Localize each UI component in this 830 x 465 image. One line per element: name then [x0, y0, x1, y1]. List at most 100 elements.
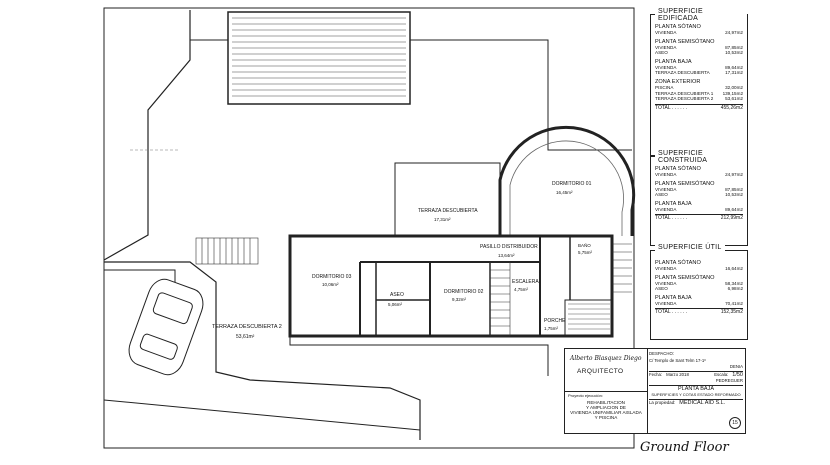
row-label: VIVIENDA	[655, 30, 677, 35]
superficie-edificada-title: SUPERFICIE EDIFICADA	[655, 8, 747, 22]
row-value: 89,64m2	[725, 206, 743, 212]
owner-label: La propiedad:	[649, 399, 676, 405]
total-label: TOTAL . . . . . .	[655, 309, 688, 316]
row-label: TERRAZA DESCUBIERTA 2	[655, 96, 714, 102]
project-line-4: Y PISCINA	[594, 415, 618, 420]
porche-area: 1,75m²	[544, 326, 559, 331]
details-box: DESPACHO: C/ Templo de Sant Telm 17-1º D…	[649, 351, 743, 431]
row-label: TERRAZA DESCUBIERTA	[655, 70, 710, 76]
dormitorio-03-area: 10,06m²	[322, 282, 339, 287]
row-value: 70,41m2	[725, 300, 743, 306]
row-label: VIVIENDA	[655, 186, 677, 192]
row-label: ASEO	[655, 192, 668, 198]
row-value: 24,97m2	[725, 30, 743, 35]
group-title: PLANTA SEMISÓTANO	[655, 180, 715, 187]
total-label: TOTAL . . . . . .	[655, 104, 688, 111]
superficie-util-title: SUPERFICIE ÚTIL	[655, 244, 725, 251]
plan-title: PLANTA BAJA	[649, 384, 743, 393]
area-row: VIVIENDA 70,41m2	[655, 301, 743, 307]
project-line-2: Y AMPLIACION DE	[586, 405, 626, 410]
total-value: 455,26m2	[720, 104, 743, 111]
dormitorio-02-area: 9,32m²	[452, 297, 467, 302]
porche-label: PORCHE	[544, 318, 566, 324]
terraza-2-label: TERRAZA DESCUBIERTA 2	[212, 324, 282, 330]
escalera-label: ESCALERA	[512, 279, 539, 285]
dormitorio-01-label: DORMITORIO 01	[552, 181, 592, 187]
group-title: PLANTA BAJA	[655, 58, 692, 65]
row-value: 87,85m2	[725, 44, 743, 50]
group-title: PLANTA BAJA	[655, 294, 692, 301]
ramp-edge	[104, 269, 176, 286]
row-label: VIVIENDA	[655, 300, 677, 306]
staircase	[489, 261, 511, 337]
total-row: TOTAL . . . . . . 455,26m2	[655, 103, 743, 112]
area-row: VIVIENDA 24,97m2	[655, 172, 743, 178]
group-title: PLANTA SEMISÓTANO	[655, 38, 715, 45]
architect-role: ARQUITECTO	[577, 368, 624, 375]
superficie-construida-title: SUPERFICIE CONSTRUIDA	[655, 150, 747, 164]
row-value: 53,61m2	[725, 96, 743, 102]
superficie-edificada-panel: SUPERFICIE EDIFICADA PLANTA SÓTANO VIVIE…	[650, 8, 748, 156]
architect-box: Alberto Blasquez Diego ARQUITECTO	[565, 349, 648, 392]
pasillo-label: PASILLO DISTRIBUIDOR	[480, 244, 538, 250]
aseo-label: ASEO	[390, 292, 404, 298]
terraza-area: 17,31m²	[434, 217, 451, 222]
plan-subtitle: SUPERFICIES Y COTAS ESTADO REFORMADO	[651, 392, 741, 397]
bano-area: 5,75m²	[578, 250, 593, 255]
scale-label: Escala:	[714, 371, 729, 377]
bath-hatching	[568, 303, 610, 330]
dormitorio-03-label: DORMITORIO 03	[312, 274, 352, 280]
util-group-2: PLANTA BAJA VIVIENDA 70,41m2	[655, 295, 743, 307]
util-group-0: PLANTA SÓTANO VIVIENDA 16,64m2	[655, 260, 743, 272]
total-row: TOTAL . . . . . .212,99m2	[655, 214, 743, 222]
row-label: ASEO	[655, 50, 668, 56]
bath-hatch-box	[564, 299, 613, 337]
area-row: ASEO 6,98m2	[655, 286, 743, 292]
group-title: PLANTA SÓTANO	[655, 24, 701, 30]
row-label: ASEO	[655, 286, 668, 292]
area-row: TERRAZA DESCUBIERTA 2 53,61m2	[655, 96, 743, 102]
architect-name: Alberto Blasquez Diego	[570, 355, 642, 362]
ground-floor-caption: Ground Floor	[640, 440, 729, 455]
project-label: Proyecto ejecución:	[568, 393, 603, 398]
plot-boundary-left	[103, 10, 191, 261]
owner-row: La propiedad: MEDICAL AID S.L.	[649, 398, 743, 407]
aseo-area: 5,06m²	[388, 302, 403, 307]
total-row: TOTAL . . . . . . 152,35m2	[655, 308, 743, 316]
row-value: 24,97m2	[725, 172, 743, 177]
row-label: VIVIENDA	[655, 44, 677, 50]
row-value: 16,64m2	[725, 266, 743, 271]
row-label: TERRAZA DESCUBIERTA 1	[655, 90, 714, 96]
car	[128, 278, 204, 376]
escalera-area: 4,75m²	[514, 287, 529, 292]
row-label: PISCINA	[655, 84, 674, 90]
side-stairs	[612, 243, 632, 293]
road-edge	[103, 399, 421, 431]
row-value: 17,31m2	[725, 70, 743, 76]
pasillo-area: 13,64m²	[498, 253, 515, 258]
terraza-2-area: 53,61m²	[236, 334, 255, 340]
row-label: VIVIENDA	[655, 266, 677, 271]
row-value: 58,34m2	[725, 280, 743, 286]
group-title: PLANTA SÓTANO	[655, 260, 701, 266]
row-value: 6,98m2	[727, 286, 743, 292]
sheet-number: 15	[729, 417, 741, 429]
row-label: VIVIENDA	[655, 172, 677, 177]
house-outline	[288, 234, 614, 338]
title-block: Alberto Blasquez Diego ARQUITECTO Proyec…	[564, 348, 746, 434]
construida-group-0: PLANTA SÓTANO VIVIENDA 24,97m2	[655, 166, 743, 178]
row-label: VIVIENDA	[655, 206, 677, 212]
dormitorio-02-label: DORMITORIO 02	[444, 289, 484, 295]
row-label: VIVIENDA	[655, 280, 677, 286]
terraza-label: TERRAZA DESCUBIERTA	[418, 208, 478, 214]
group-title: PLANTA SÓTANO	[655, 166, 701, 172]
total-value: 152,35m2	[720, 309, 743, 316]
